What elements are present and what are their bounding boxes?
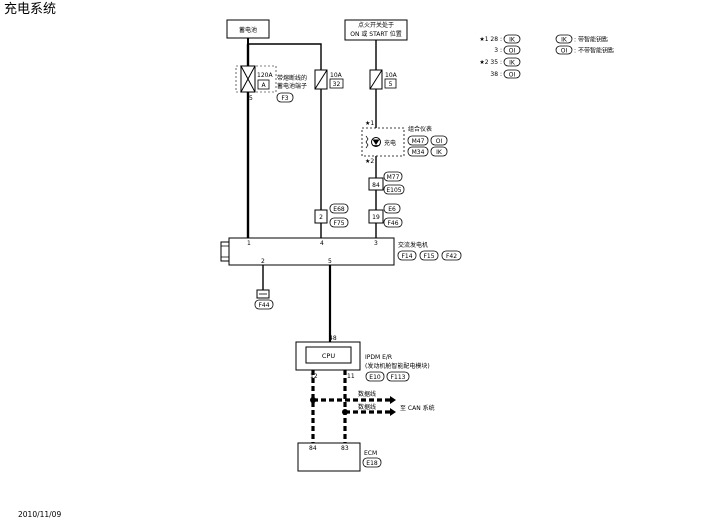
ground-connector: F44 — [258, 302, 269, 309]
legend-key-code-oi: OI — [561, 48, 568, 55]
wires — [246, 40, 377, 342]
ipdm-terminal-12: 12 — [310, 373, 318, 380]
alt-terminal-2: 2 — [261, 258, 265, 265]
meter-name: 组合仪表 — [408, 125, 432, 133]
legend-key-code-ik: IK — [561, 37, 568, 44]
joint19-terminal: 19 — [372, 214, 380, 221]
ipdm-name: IPDM E/R — [365, 354, 392, 361]
can-data-line-1: 数据线 — [358, 390, 376, 398]
ipdm-terminal-48: 48 — [329, 335, 337, 342]
meter-conn-oi: OI — [436, 138, 443, 145]
ignition-box: 点火开关处于 ON 或 START 位置 — [344, 19, 408, 41]
fusible-connector: F3 — [281, 95, 288, 102]
fusible-link: 120A A 5 带熔断线的 蓄电池端子 F3 — [235, 65, 307, 103]
ipdm-conn-f113: F113 — [391, 374, 406, 381]
fusible-terminal: 5 — [249, 95, 253, 102]
fusible-desc2: 蓄电池端子 — [277, 82, 307, 90]
fuse2-number: 5 — [389, 81, 393, 88]
fuse-32: 10A 32 — [314, 69, 344, 90]
joint-2: 2 E68 F75 — [314, 203, 349, 228]
ecm-connector: E18 — [366, 460, 378, 467]
joint19-conn-e6: E6 — [388, 206, 396, 213]
resistor-icon — [365, 135, 369, 149]
can-bus — [310, 370, 396, 443]
ipdm-desc: (发动机舱智能配电模块) — [365, 362, 430, 370]
ignition-line2: ON 或 START 位置 — [350, 30, 401, 38]
legend-marker-4: 38 : — [490, 71, 502, 78]
combination-meter: ★1 充电 ★2 组合仪表 M47 OI M34 IK — [361, 120, 448, 165]
alt-terminal-5: 5 — [328, 258, 332, 265]
alt-conn-f14: F14 — [401, 253, 412, 260]
can-arrow-upper — [390, 396, 396, 404]
meter-lamp-label: 充电 — [384, 139, 396, 147]
battery-label: 蓄电池 — [239, 26, 257, 34]
ipdm-er: 48 CPU 12 11 IPDM E/R (发动机舱智能配电模块) E10 F… — [295, 335, 430, 382]
meter-conn-m47: M47 — [412, 138, 425, 145]
ipdm-conn-e10: E10 — [369, 374, 381, 381]
legend-code-4: OI — [509, 72, 516, 79]
ecm-terminal-84: 84 — [309, 445, 317, 452]
alternator-name: 交流发电机 — [398, 241, 428, 249]
fuse-5: 10A 5 — [369, 69, 398, 90]
joint-19: 19 E6 F46 — [368, 203, 403, 228]
joint-84: 84 M77 E105 — [368, 171, 405, 195]
page-title: 充电系统 — [4, 1, 56, 17]
fuse2-rating: 10A — [385, 72, 398, 79]
legend-marker-3: ★2 35 : — [479, 59, 502, 66]
can-arrow-lower — [390, 408, 396, 416]
meter-marker-top: ★1 — [365, 120, 374, 127]
legend-code-1: IK — [509, 37, 516, 44]
can-data-line-2: 数据线 — [358, 403, 376, 411]
meter-conn-ik: IK — [436, 149, 443, 156]
fuse1-rating: 10A — [330, 72, 343, 79]
joint84-terminal: 84 — [372, 182, 380, 189]
legend: ★1 28 : IK 3 : OI ★2 35 : IK 38 : OI IK … — [479, 34, 614, 79]
legend-code-3: IK — [509, 60, 516, 67]
meter-conn-m34: M34 — [412, 149, 425, 156]
legend-code-2: OI — [509, 48, 516, 55]
date-stamp: 2010/11/09 — [18, 510, 61, 519]
legend-marker-2: 3 : — [494, 47, 502, 54]
meter-marker-bottom: ★2 — [365, 158, 374, 165]
wire-battery-to-fuse32 — [248, 43, 322, 70]
joint2-terminal: 2 — [319, 214, 323, 221]
alternator: 1 4 3 2 5 交流发电机 F14 F15 F42 — [220, 237, 462, 266]
legend-marker-1: ★1 28 : — [479, 36, 502, 43]
alt-terminal-3: 3 — [374, 240, 378, 247]
joint84-conn-e105: E105 — [386, 187, 401, 194]
alt-conn-f42: F42 — [446, 253, 457, 260]
legend-key-desc-oi: 不带智能钥匙 — [578, 47, 614, 55]
legend-key-colon-1: : — [574, 37, 576, 44]
fusible-letter: A — [261, 82, 266, 89]
ipdm-terminal-11: 11 — [347, 373, 355, 380]
alternator-connector-icon — [220, 241, 230, 262]
ground: F44 — [254, 289, 274, 310]
alt-terminal-1: 1 — [247, 240, 251, 247]
can-splice-lower — [342, 409, 348, 415]
ignition-line1: 点火开关处于 — [358, 21, 394, 29]
alt-terminal-4: 4 — [320, 240, 324, 247]
joint19-conn-f46: F46 — [387, 220, 398, 227]
fusible-desc1: 带熔断线的 — [277, 74, 307, 82]
battery-box: 蓄电池 — [226, 19, 270, 44]
fusible-rating: 120A — [257, 72, 273, 79]
fuse1-number: 32 — [333, 81, 341, 88]
legend-key-colon-2: : — [574, 48, 576, 55]
can-splice-upper — [310, 397, 316, 403]
ecm-terminal-83: 83 — [341, 445, 349, 452]
can-destination: 至 CAN 系统 — [400, 404, 435, 412]
cpu-label: CPU — [322, 352, 335, 360]
ecm-name: ECM — [364, 450, 377, 457]
cpu-block — [305, 346, 352, 364]
legend-key-desc-ik: 带智能钥匙 — [578, 36, 608, 44]
joint2-conn-f75: F75 — [333, 220, 344, 227]
alt-conn-f15: F15 — [423, 253, 434, 260]
joint84-conn-m77: M77 — [387, 174, 400, 181]
ecm: 84 83 ECM E18 — [297, 442, 382, 472]
joint2-conn-e68: E68 — [333, 206, 345, 213]
